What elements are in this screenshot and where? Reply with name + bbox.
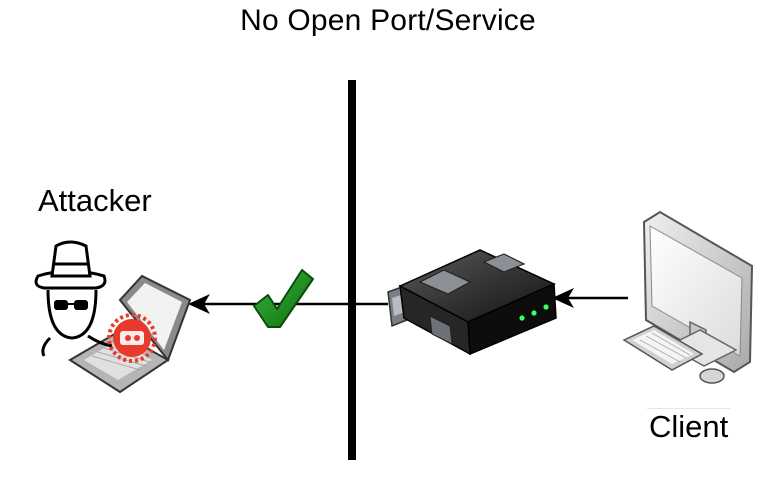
attacker-label: Attacker — [38, 183, 152, 218]
desktop-computer-icon — [622, 210, 754, 384]
checkmark-icon — [253, 269, 314, 328]
arrow-client-to-router — [552, 288, 628, 308]
router-icon — [387, 249, 557, 356]
malware-badge-icon — [107, 313, 157, 363]
hacker-laptop-icon — [34, 240, 192, 394]
client-label: Client — [647, 408, 731, 446]
diagram-title: No Open Port/Service — [240, 4, 536, 37]
